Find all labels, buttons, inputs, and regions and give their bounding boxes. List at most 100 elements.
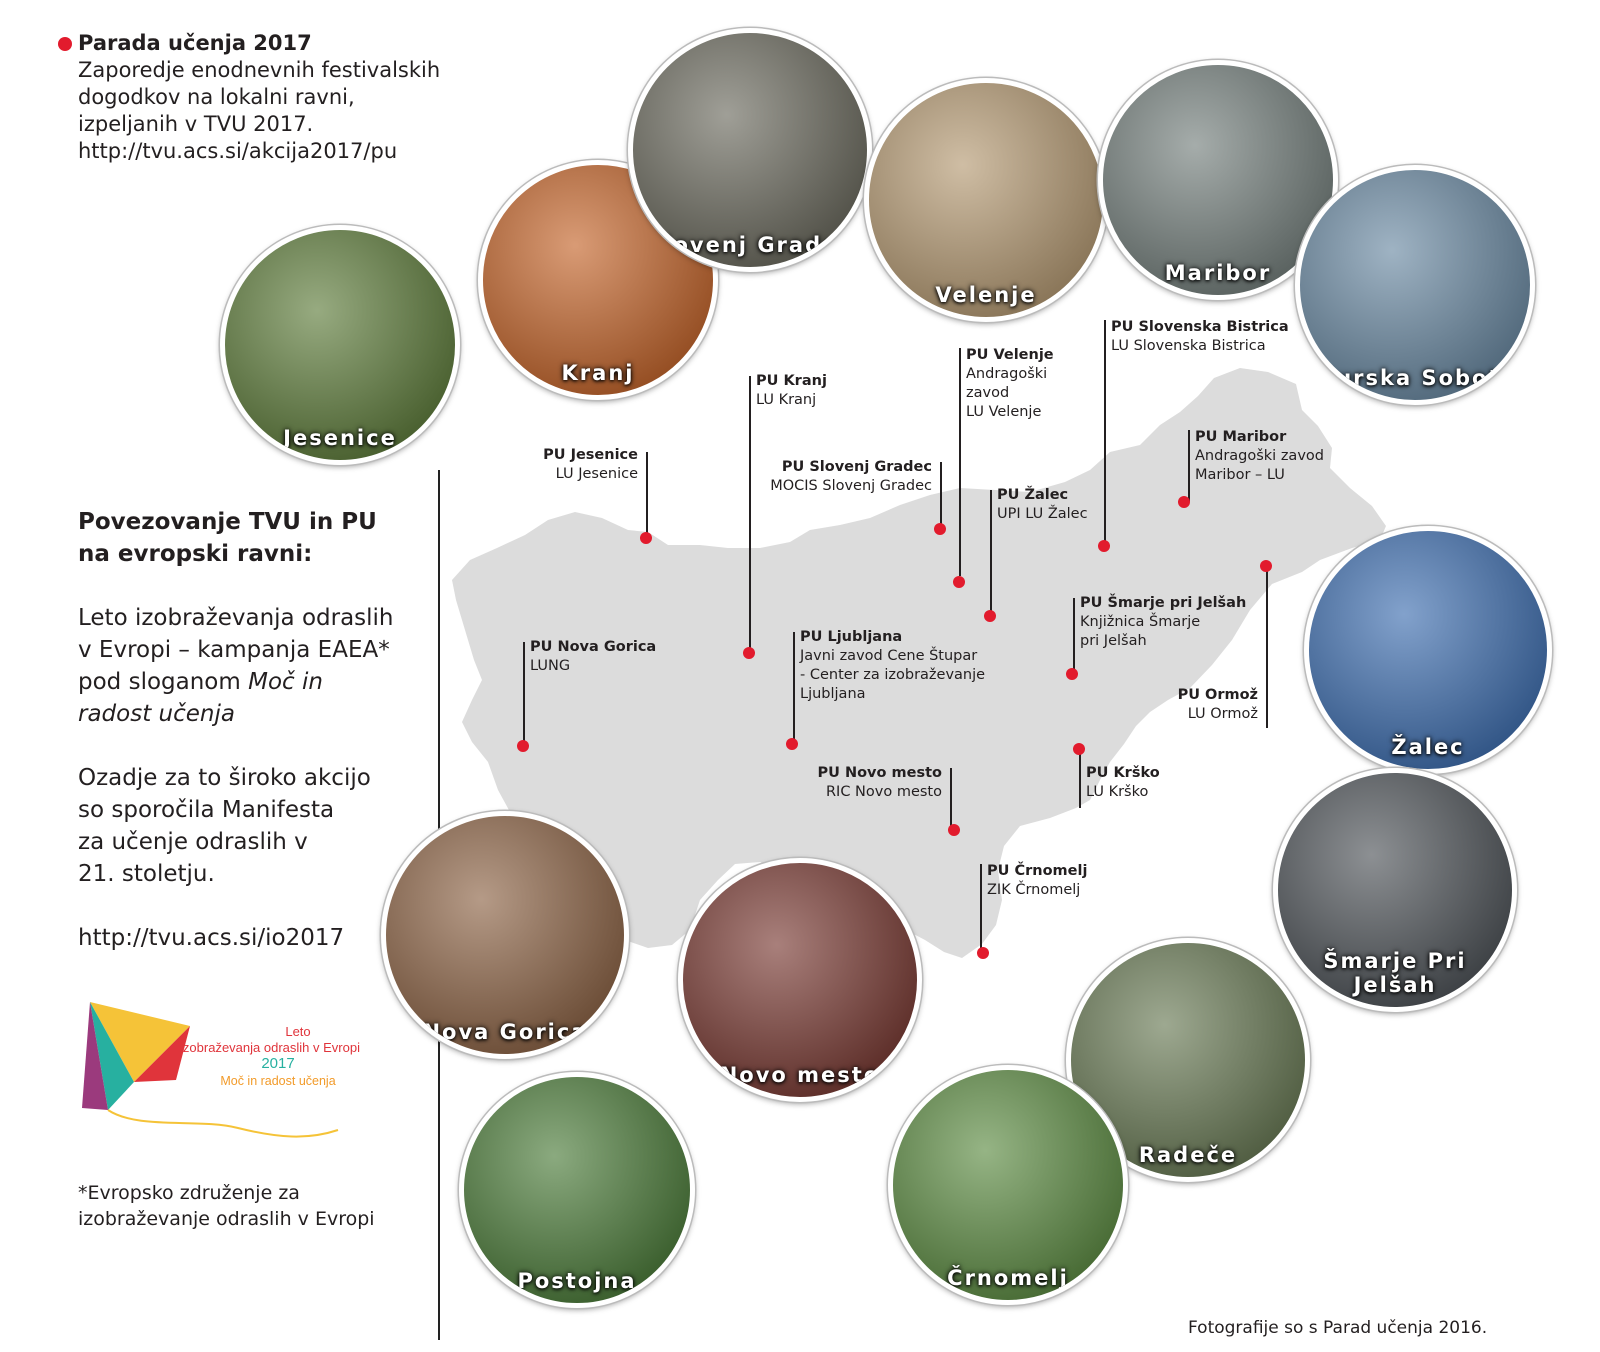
event-photo[interactable]: Žalec — [1304, 526, 1552, 774]
leader-line — [1079, 748, 1081, 808]
location-name: PU Krško — [1086, 765, 1160, 781]
location-pin-icon[interactable] — [640, 532, 652, 544]
slogan-italic: radost učenja — [78, 701, 235, 727]
location-organizer: Knjižnica Šmarje — [1080, 614, 1201, 630]
slogan-italic: Moč in — [248, 669, 323, 695]
side-url[interactable]: http://tvu.acs.si/io2017 — [78, 925, 345, 951]
location-name: PU Ljubljana — [800, 629, 903, 645]
location-pin-icon[interactable] — [786, 738, 798, 750]
location-pin-icon[interactable] — [977, 947, 989, 959]
location-pin-icon[interactable] — [934, 523, 946, 535]
location-name: PU Maribor — [1195, 429, 1287, 445]
photo-caption: Jesenice — [283, 426, 397, 450]
location-organizer: RIC Novo mesto — [825, 784, 942, 800]
location-pin-icon[interactable] — [517, 740, 529, 752]
event-photo[interactable]: Šmarje Pri Jelšah — [1273, 768, 1517, 1012]
leader-line — [1266, 566, 1268, 728]
event-photo[interactable]: Maribor — [1098, 60, 1338, 300]
event-photo[interactable]: Slovenj Gradec — [628, 28, 872, 272]
location-pin-icon[interactable] — [1066, 668, 1078, 680]
event-photo[interactable]: Jesenice — [220, 225, 460, 465]
leader-line — [1073, 598, 1075, 674]
location-pin-icon[interactable] — [953, 576, 965, 588]
photo-caption: Žalec — [1391, 735, 1465, 759]
location-label: PU Jesenice LU Jesenice — [543, 446, 638, 484]
event-photo[interactable]: Črnomelj — [888, 1065, 1128, 1305]
eaea-logo: Leto izobraževanja odraslih v Evropi 201… — [78, 1000, 378, 1160]
leader-line — [959, 348, 961, 576]
location-pin-icon[interactable] — [1073, 743, 1085, 755]
location-name: PU Kranj — [756, 373, 827, 389]
side-paragraph-line: 21. stoletju. — [78, 861, 215, 887]
photo-caption: Kranj — [561, 361, 635, 385]
location-pin-icon[interactable] — [948, 824, 960, 836]
location-name: PU Slovenj Gradec — [781, 459, 932, 475]
side-text: Povezovanje TVU in PU na evropski ravni:… — [78, 506, 418, 954]
event-photo[interactable]: Nova Gorica — [381, 811, 629, 1059]
location-label: PU Slovenska Bistrica LU Slovenska Bistri… — [1111, 318, 1289, 356]
logo-slogan: Moč in radost učenja — [220, 1074, 336, 1088]
location-pin-icon[interactable] — [1178, 496, 1190, 508]
location-organizer: LU Ormož — [1187, 706, 1258, 722]
location-label: PU Kranj LU Kranj — [756, 372, 827, 410]
event-photo[interactable]: Murska Sobota — [1295, 165, 1535, 405]
location-organizer: LU Slovenska Bistrica — [1111, 338, 1266, 354]
location-name: PU Velenje — [966, 347, 1054, 363]
photo-caption: Šmarje Pri Jelšah — [1323, 949, 1467, 997]
photo-caption: Radeče — [1138, 1143, 1238, 1167]
event-photo[interactable]: Postojna — [459, 1072, 695, 1308]
photo-caption: Nova Gorica — [422, 1020, 588, 1044]
slovenia-outline — [452, 368, 1386, 958]
location-organizer: MOCIS Slovenj Gradec — [770, 478, 932, 494]
footnote: *Evropsko združenje za izobraževanje odr… — [78, 1180, 398, 1232]
event-photo[interactable]: Novo mesto — [678, 858, 922, 1102]
location-name: PU Šmarje pri Jelšah — [1080, 595, 1247, 611]
event-photo[interactable]: Radeče — [1066, 938, 1310, 1182]
location-organizer: LU Velenje — [966, 404, 1042, 420]
side-paragraph-line: Leto izobraževanja odraslih — [78, 605, 394, 631]
location-organizer: Javni zavod Cene Štupar — [800, 648, 978, 664]
intro-line: dogodkov na lokalni ravni, — [78, 85, 355, 109]
footnote-line: *Evropsko združenje za — [78, 1182, 300, 1204]
location-organizer: LUNG — [530, 658, 571, 674]
location-pin-icon[interactable] — [1260, 560, 1272, 572]
photo-credit: Fotografije so s Parad učenja 2016. — [1188, 1318, 1488, 1338]
leader-line — [793, 632, 795, 744]
location-organizer: LU Krško — [1086, 784, 1149, 800]
side-paragraph-line: v Evropi – kampanja EAEA* — [78, 637, 390, 663]
location-organizer: Andragoški zavod — [1195, 448, 1324, 464]
location-organizer: Maribor – LU — [1195, 467, 1285, 483]
location-pin-icon[interactable] — [984, 610, 996, 622]
intro-url[interactable]: http://tvu.acs.si/akcija2017/pu — [78, 139, 398, 163]
logo-year: 2017 — [261, 1055, 295, 1072]
logo-line1: Leto — [285, 1024, 311, 1039]
location-organizer: Ljubljana — [800, 686, 866, 702]
location-pin-icon[interactable] — [743, 647, 755, 659]
location-pin-icon[interactable] — [1098, 540, 1110, 552]
location-organizer: LU Kranj — [756, 392, 817, 408]
location-organizer: - Center za izobraževanje — [800, 667, 986, 683]
intro-line: Zaporedje enodnevnih festivalskih — [78, 58, 441, 82]
side-paragraph-line: za učenje odraslih v — [78, 829, 308, 855]
location-organizer: UPI LU Žalec — [997, 506, 1088, 522]
photo-caption: Novo mesto — [719, 1063, 881, 1087]
location-name: PU Slovenska Bistrica — [1111, 319, 1289, 335]
bullet-dot-icon — [58, 37, 72, 51]
leader-line — [646, 452, 648, 538]
location-name: PU Nova Gorica — [530, 639, 657, 655]
location-name: PU Jesenice — [543, 447, 638, 463]
location-organizer: LU Jesenice — [555, 466, 638, 482]
photo-caption: Postojna — [517, 1269, 637, 1293]
event-photo[interactable]: Velenje — [864, 78, 1108, 322]
leader-line — [940, 462, 942, 527]
side-heading: na evropski ravni: — [78, 541, 313, 567]
